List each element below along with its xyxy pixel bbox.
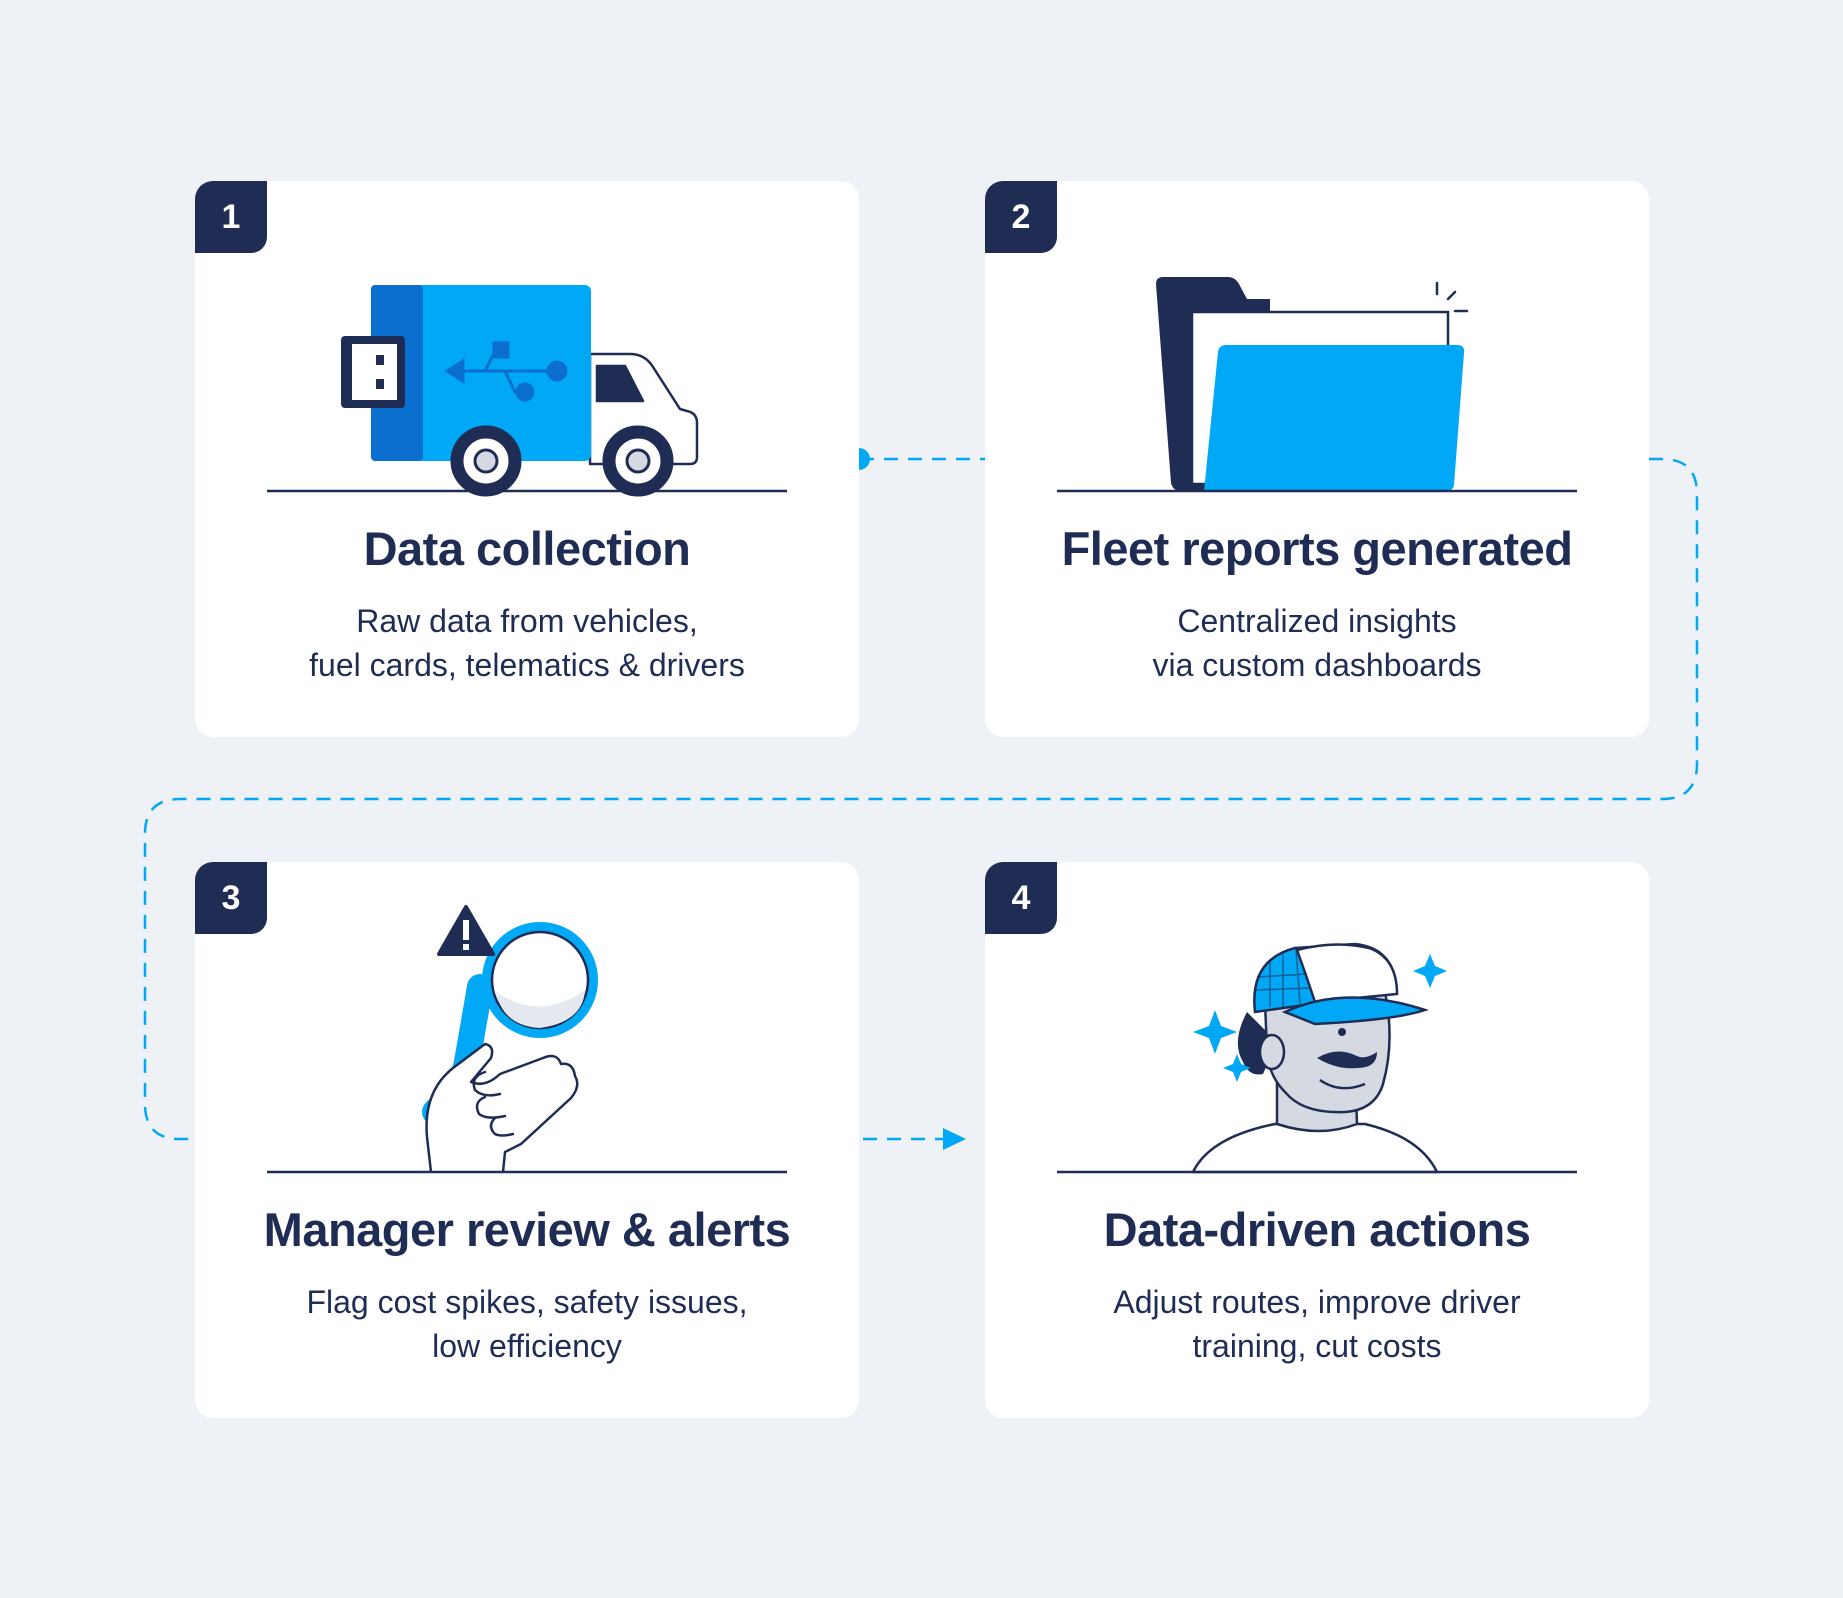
connector-arrowhead xyxy=(943,1128,966,1150)
step-title: Fleet reports generated xyxy=(1061,522,1573,575)
step-description: Adjust routes, improve driver training, … xyxy=(1045,1280,1589,1368)
step-number-badge: 4 xyxy=(985,862,1057,934)
folder-icon xyxy=(1057,277,1577,493)
step-card-3: 3 Manager review & alerts Flag cost spik… xyxy=(195,862,859,1418)
driver-icon xyxy=(1057,942,1577,1174)
step-description-line: training, cut costs xyxy=(1192,1328,1442,1364)
step-description-line: Adjust routes, improve driver xyxy=(1113,1284,1521,1320)
step-number-badge: 3 xyxy=(195,862,267,934)
step-card-1: 1 xyxy=(195,181,859,737)
magnifier-alert-icon xyxy=(267,905,787,1174)
step-description-line: Centralized insights xyxy=(1177,603,1457,639)
step-card-2: 2 Fleet reports generated Centralized in… xyxy=(985,181,1649,737)
step-number-badge: 2 xyxy=(985,181,1057,253)
step-title: Data collection xyxy=(363,522,691,575)
step-number-badge: 1 xyxy=(195,181,267,253)
step-title: Data-driven actions xyxy=(1103,1203,1531,1256)
step-description: Flag cost spikes, safety issues, low eff… xyxy=(255,1280,799,1368)
step-description-line: low efficiency xyxy=(432,1328,622,1364)
step-description-line: Flag cost spikes, safety issues, xyxy=(306,1284,748,1320)
step-title: Manager review & alerts xyxy=(263,1203,791,1256)
step-card-4: 4 Data-driv xyxy=(985,862,1649,1418)
step-description-line: fuel cards, telematics & drivers xyxy=(309,647,745,683)
step-description: Raw data from vehicles, fuel cards, tele… xyxy=(255,599,799,687)
step-description-line: via custom dashboards xyxy=(1152,647,1482,683)
step-description-line: Raw data from vehicles, xyxy=(356,603,698,639)
connector-2-3 xyxy=(143,457,1699,1141)
usb-truck-icon xyxy=(267,285,787,497)
step-description: Centralized insights via custom dashboar… xyxy=(1045,599,1589,687)
